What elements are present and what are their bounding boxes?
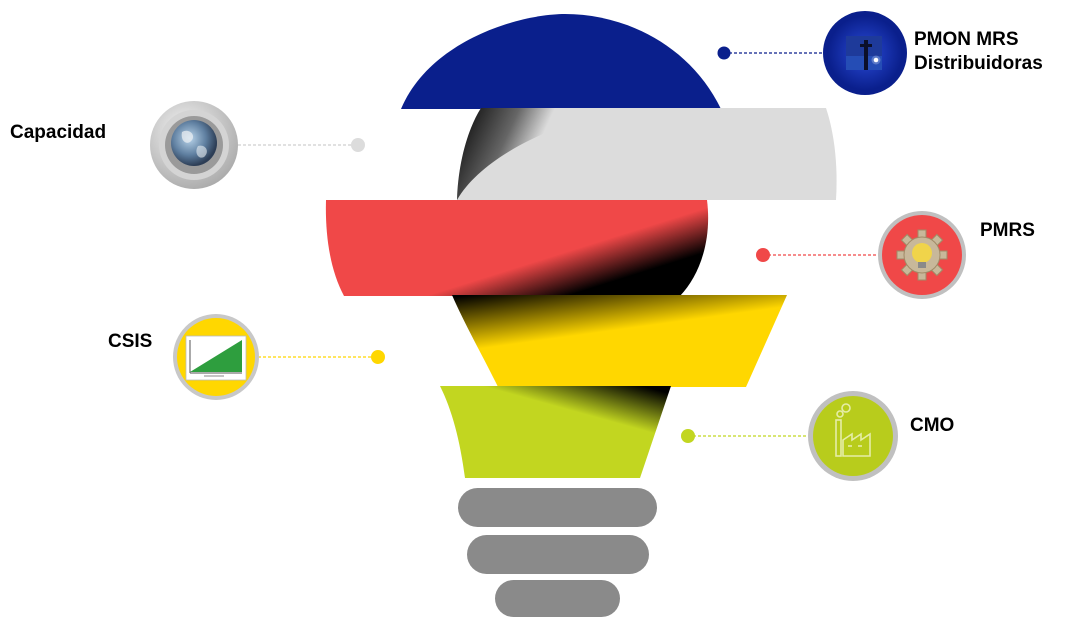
label-pmon-mrs-distribuidoras: PMON MRS Distribuidoras: [914, 28, 1043, 76]
label-pmon-line-1: PMON MRS: [914, 29, 1019, 50]
connector-dot-pmon: [717, 46, 731, 60]
bulb-segment-yellow: [452, 295, 787, 387]
label-cmo: CMO: [910, 415, 955, 436]
bulb-segment-red: [325, 200, 709, 296]
bulb-segment-top: [401, 14, 721, 109]
area-chart-icon: [173, 314, 259, 400]
gear-lightbulb-icon: [878, 211, 966, 299]
globe-earth-icon: [150, 101, 238, 189]
bulb-base-ring-3: [495, 580, 620, 617]
label-csis: CSIS: [108, 331, 153, 352]
bulb-base-ring-2: [467, 535, 649, 574]
label-pmrs: PMRS: [980, 220, 1035, 241]
bulb-base-ring-1: [458, 488, 657, 527]
bulb-segment-green: [440, 386, 671, 478]
connector-dot-cmo: [681, 429, 695, 443]
factory-icon: [808, 391, 898, 481]
night-city-icon: [823, 11, 907, 95]
connector-dot-pmrs: [756, 248, 770, 262]
bulb-segment-gray-shade: [457, 108, 625, 200]
label-pmon-line-2: Distribuidoras: [914, 53, 1043, 74]
connector-dot-capacidad: [351, 138, 365, 152]
label-capacidad: Capacidad: [10, 122, 107, 143]
connector-dot-csis: [371, 350, 385, 364]
bulb-segment-gray: [457, 108, 837, 200]
